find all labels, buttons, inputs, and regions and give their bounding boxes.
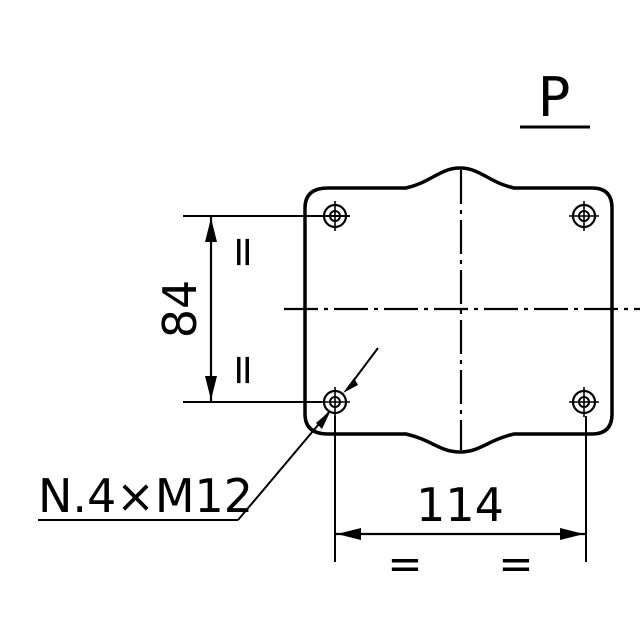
dimension-arrow-left	[337, 528, 361, 540]
callout-secondary-arrow	[343, 378, 358, 393]
bolt-hole-bottom-right	[569, 387, 599, 417]
flange-outline	[303, 166, 614, 454]
dimension-value-84: 84	[153, 280, 207, 339]
symmetry-mark-horizontal-right: =	[498, 539, 533, 588]
hole-callout-text: N.4×M12	[38, 469, 253, 523]
dimension-value-114: 114	[416, 478, 504, 532]
bolt-hole-top-right	[569, 201, 599, 231]
dimension-arrow-right	[560, 528, 584, 540]
dimension-arrow-up	[205, 218, 217, 242]
callout-arrow-head	[316, 410, 331, 429]
symmetry-mark-horizontal-left: =	[387, 539, 422, 588]
dimension-arrow-down	[205, 376, 217, 400]
callout-leader-diagonal	[237, 411, 330, 521]
symmetry-mark-vertical-lower: =	[217, 352, 266, 387]
symmetry-mark-vertical-upper: =	[217, 234, 266, 269]
bolt-hole-bottom-left	[320, 387, 350, 417]
view-label: P	[538, 66, 571, 129]
